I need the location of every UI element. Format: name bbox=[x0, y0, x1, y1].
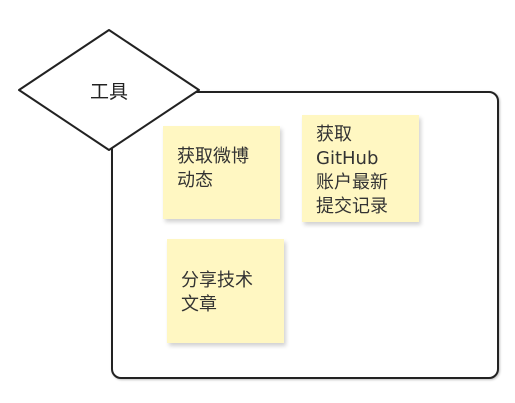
tools-label: 工具 bbox=[89, 80, 128, 103]
diamond-shape bbox=[18, 29, 200, 151]
note-weibo-updates: 获取微博 动态 bbox=[163, 126, 280, 219]
note-share-articles: 分享技术 文章 bbox=[167, 239, 284, 343]
tools-diamond: 工具 bbox=[18, 29, 200, 151]
note-github-commits: 获取 GitHub 账户最新 提交记录 bbox=[302, 115, 419, 222]
